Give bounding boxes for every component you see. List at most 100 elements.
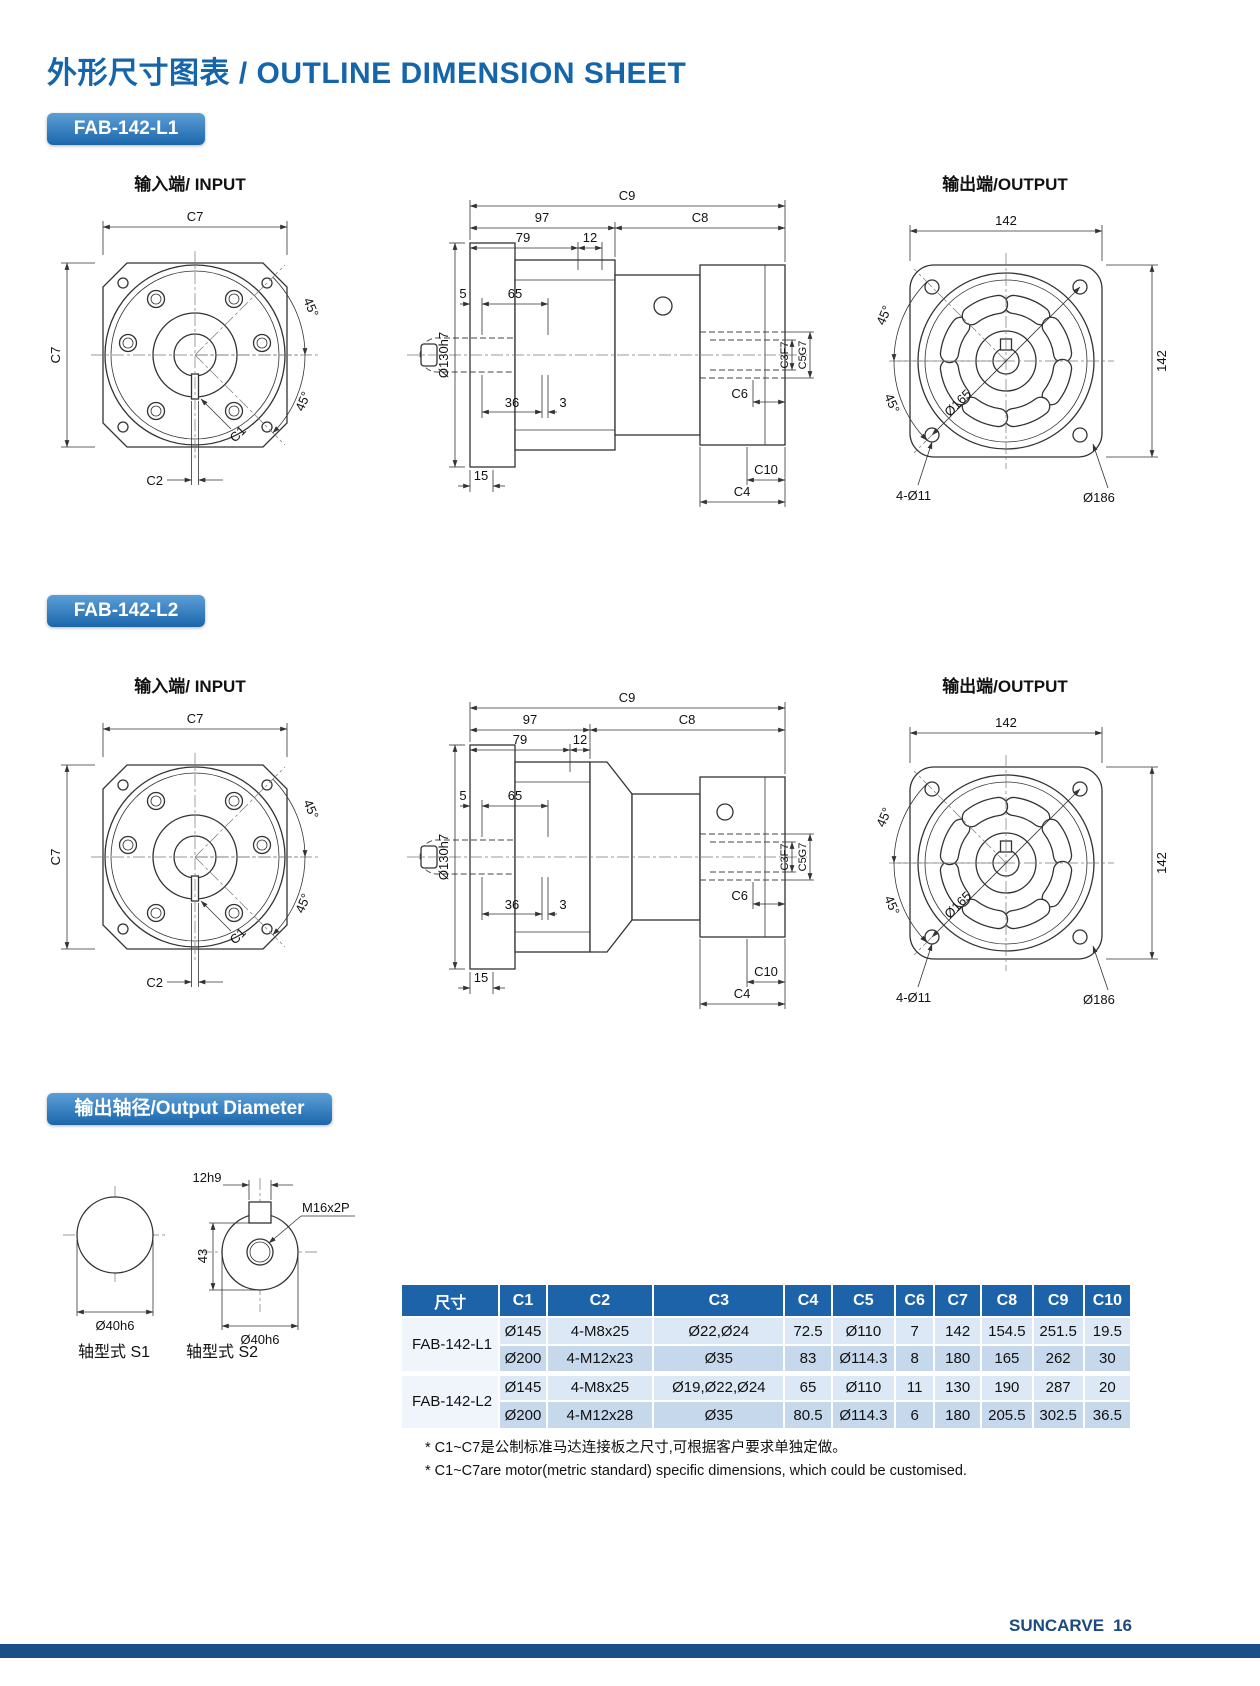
cell: Ø22,Ø24 [652, 1316, 786, 1346]
cell: Ø145 [498, 1316, 548, 1346]
dim-45-upper: 45° [300, 797, 321, 821]
l2-output-drawing: 45° 45° 142 142 Ø165 4-Ø11 Ø186 [873, 715, 1169, 1007]
footer-bar [0, 1644, 1260, 1658]
dim-45-lower: 45° [881, 893, 902, 917]
cell: 20 [1082, 1370, 1133, 1402]
dim-186: Ø186 [1083, 490, 1115, 505]
dim-45-lower: 45° [292, 891, 313, 915]
dim-45-upper: 45° [300, 295, 321, 319]
cell: 154.5 [980, 1316, 1034, 1346]
cell: 7 [894, 1316, 936, 1346]
dim-36: 36 [505, 395, 519, 410]
cell: 180 [933, 1400, 983, 1430]
cell: Ø145 [498, 1370, 548, 1402]
cell: 205.5 [980, 1400, 1034, 1430]
dim-c5g7: C5G7 [797, 843, 809, 872]
dim-79: 79 [513, 732, 527, 747]
dim-c9: C9 [619, 690, 636, 705]
dim-c2: C2 [146, 975, 163, 990]
dim-c3f7: C3F7 [779, 844, 791, 871]
table-note-cn: * C1~C7是公制标准马达连接板之尺寸,可根据客户要求单独定做。 [425, 1440, 847, 1456]
cell: 11 [894, 1370, 936, 1402]
dim-c7-left: C7 [48, 347, 63, 364]
dim-79: 79 [516, 230, 530, 245]
col-header-c7: C7 [933, 1283, 983, 1318]
dim-130h7: Ø130h7 [436, 332, 451, 378]
dim-c6: C6 [731, 386, 748, 401]
dim-c2: C2 [146, 473, 163, 488]
l1-side-drawing: C9 97 C8 79 12 5 65 Ø130h7 36 3 15 [407, 188, 814, 507]
dim-c3f7: C3F7 [779, 342, 791, 369]
dim-12: 12 [573, 732, 587, 747]
footer-page-number: 16 [1113, 1616, 1132, 1635]
shaft-type-s1-label: 轴型式 S1 [78, 1344, 151, 1361]
table-row-l2-a: FAB-142-L2 Ø145 4-M8x25 Ø19,Ø22,Ø24 65 Ø… [399, 1370, 1133, 1430]
dim-15: 15 [474, 970, 488, 985]
l1-input-label: 输入端/ INPUT [134, 175, 246, 194]
dim-4-11: 4-Ø11 [896, 990, 931, 1005]
dim-45-upper: 45° [873, 805, 894, 829]
dim-c7-top: C7 [187, 711, 204, 726]
cell: 130 [933, 1370, 983, 1402]
badge-fab-142-l1: FAB-142-L1 [47, 113, 205, 145]
col-header-c5: C5 [830, 1283, 897, 1318]
col-header-c4: C4 [783, 1283, 833, 1318]
dim-15: 15 [474, 468, 488, 483]
dim-40h6-s1: Ø40h6 [95, 1318, 134, 1333]
cell: Ø35 [652, 1400, 786, 1430]
dim-c6: C6 [731, 888, 748, 903]
shaft-s2-drawing: 12h9 43 M16x2P Ø40h6 [193, 1170, 355, 1347]
dim-97: 97 [535, 210, 549, 225]
l1-output-label: 输出端/OUTPUT [942, 175, 1068, 194]
cell: Ø19,Ø22,Ø24 [652, 1370, 786, 1402]
cell: 65 [783, 1370, 833, 1402]
l2-side-drawing: C9 97 C8 79 12 5 65 Ø130h7 36 3 15 [407, 690, 814, 1009]
l2-output-label: 输出端/OUTPUT [942, 677, 1068, 696]
dim-c8: C8 [679, 712, 696, 727]
dim-97: 97 [523, 712, 537, 727]
l1-output-drawing: 45° 45° 142 142 Ø165 4-Ø11 Ø186 [873, 213, 1169, 505]
cell: 19.5 [1082, 1316, 1133, 1346]
table-row-l1-b: Ø200 4-M12x23 Ø35 83 Ø114.3 8 180 165 26… [401, 1344, 1133, 1374]
col-header-c3: C3 [652, 1283, 786, 1318]
cell: Ø110 [830, 1370, 897, 1402]
table-note-en: * C1~C7are motor(metric standard) specif… [425, 1463, 967, 1479]
dim-5: 5 [459, 286, 466, 301]
cell: 262 [1031, 1344, 1085, 1374]
footer: SUNCARVE 16 [1009, 1616, 1132, 1636]
table-row-l1-a: FAB-142-L1 Ø145 4-M8x25 Ø22,Ø24 72.5 Ø11… [399, 1316, 1133, 1374]
col-header-c2: C2 [545, 1283, 655, 1318]
dim-12: 12 [583, 230, 597, 245]
shaft-s1-drawing: Ø40h6 [63, 1186, 167, 1333]
dim-142-right: 142 [1154, 350, 1169, 372]
l2-input-drawing: 45° 45° C7 C7 C1 C2 [48, 711, 322, 990]
dim-65: 65 [508, 286, 522, 301]
cell: Ø200 [498, 1400, 548, 1430]
cell: 4-M8x25 [545, 1316, 655, 1346]
cell: 4-M12x28 [545, 1400, 655, 1430]
cell: 80.5 [783, 1400, 833, 1430]
dim-45-lower: 45° [881, 391, 902, 415]
dim-m16x2p: M16x2P [302, 1200, 350, 1215]
cell: 142 [933, 1316, 983, 1346]
dim-43: 43 [195, 1249, 210, 1263]
cell: 251.5 [1031, 1316, 1085, 1346]
col-header-c6: C6 [894, 1283, 936, 1318]
table-row-l2-b: Ø200 4-M12x28 Ø35 80.5 Ø114.3 6 180 205.… [401, 1400, 1133, 1430]
dim-c10: C10 [754, 462, 778, 477]
model-cell-l2: FAB-142-L2 [399, 1370, 501, 1430]
l2-input-label: 输入端/ INPUT [134, 677, 246, 696]
footer-brand: SUNCARVE [1008, 1616, 1105, 1635]
dimension-table: 尺寸 C1 C2 C3 C4 C5 C6 C7 C8 C9 C10 FAB-14… [399, 1283, 1133, 1430]
dim-3: 3 [559, 395, 566, 410]
dim-c10: C10 [754, 964, 778, 979]
dim-c4: C4 [734, 484, 751, 499]
dim-c7-top: C7 [187, 209, 204, 224]
cell: Ø110 [830, 1316, 897, 1346]
shaft-type-s2-label: 轴型式 S2 [186, 1344, 259, 1361]
dim-5: 5 [459, 788, 466, 803]
cell: 83 [783, 1344, 833, 1374]
dim-c7-left: C7 [48, 849, 63, 866]
dim-45-lower: 45° [292, 389, 313, 413]
